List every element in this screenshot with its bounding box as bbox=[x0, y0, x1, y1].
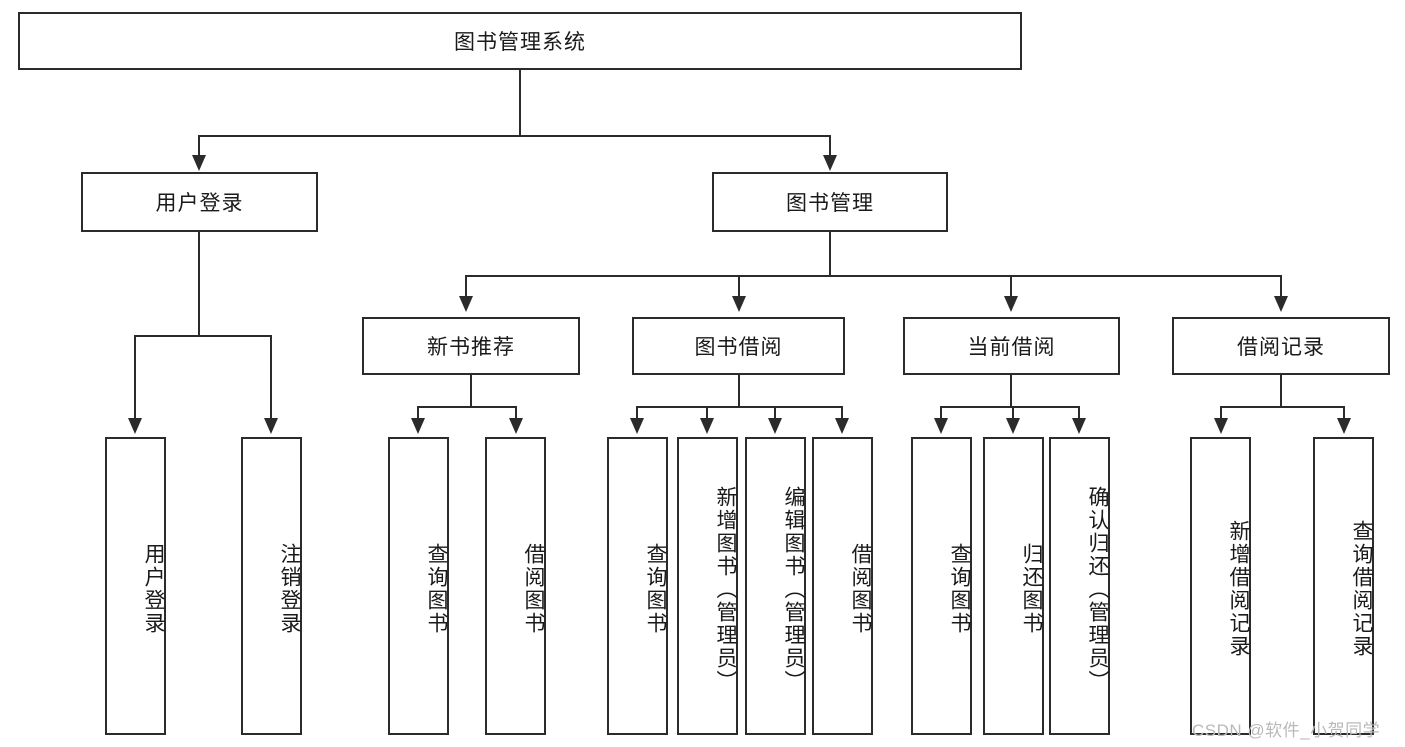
connector-to-current-borrow bbox=[1010, 275, 1012, 297]
connector-book-borrow-trunk bbox=[738, 375, 740, 408]
csdn-watermark: CSDN @软件_小贺同学 bbox=[1192, 721, 1381, 740]
node-leaf-add-book-admin[interactable]: 新增图书（管理员） bbox=[677, 437, 738, 735]
node-label: 注销登录 bbox=[278, 543, 301, 635]
node-label: 图书管理系统 bbox=[454, 31, 586, 54]
connector-book-manage-bus bbox=[465, 275, 1281, 277]
connector-book-borrow-drop-2 bbox=[706, 406, 708, 420]
connector-borrow-record-bus bbox=[1220, 406, 1344, 408]
node-label: 查询图书 bbox=[948, 543, 971, 635]
connector-to-borrow-record bbox=[1280, 275, 1282, 297]
connector-user-login-trunk bbox=[198, 232, 200, 336]
arrow-user-login-leaf-2 bbox=[264, 418, 278, 434]
node-label: 图书管理 bbox=[786, 192, 874, 215]
node-label: 确认归还（管理员） bbox=[1086, 485, 1109, 693]
node-label: 编辑图书（管理员） bbox=[782, 485, 805, 693]
arrow-book-borrow-leaf-4 bbox=[835, 418, 849, 434]
connector-user-login-drop-1 bbox=[134, 335, 136, 420]
arrow-new-book-rec-leaf-2 bbox=[509, 418, 523, 434]
connector-new-book-rec-bus bbox=[417, 406, 517, 408]
node-label: 查询图书 bbox=[644, 543, 667, 635]
node-book-borrow[interactable]: 图书借阅 bbox=[632, 317, 845, 375]
arrow-book-borrow-leaf-3 bbox=[768, 418, 782, 434]
connector-to-new-book-rec bbox=[465, 275, 467, 297]
connector-root-to-user-login bbox=[198, 135, 200, 157]
arrow-book-borrow-leaf-2 bbox=[700, 418, 714, 434]
connector-borrow-record-drop-1 bbox=[1220, 406, 1222, 420]
node-leaf-query-book-rec[interactable]: 查询图书 bbox=[388, 437, 449, 735]
node-book-management[interactable]: 图书管理 bbox=[712, 172, 948, 232]
arrow-user-login-leaf-1 bbox=[128, 418, 142, 434]
arrow-borrow-record-leaf-2 bbox=[1337, 418, 1351, 434]
node-user-login[interactable]: 用户登录 bbox=[81, 172, 318, 232]
node-leaf-add-borrow-record[interactable]: 新增借阅记录 bbox=[1190, 437, 1251, 735]
connector-root-to-book-manage bbox=[829, 135, 831, 157]
arrow-to-current-borrow bbox=[1004, 296, 1018, 312]
connector-new-book-rec-trunk bbox=[470, 375, 472, 408]
arrow-to-borrow-record bbox=[1274, 296, 1288, 312]
node-leaf-logout[interactable]: 注销登录 bbox=[241, 437, 302, 735]
node-label: 用户登录 bbox=[155, 192, 244, 215]
node-label: 当前借阅 bbox=[967, 336, 1056, 359]
connector-borrow-record-trunk bbox=[1280, 375, 1282, 408]
connector-book-borrow-drop-4 bbox=[841, 406, 843, 420]
connector-current-borrow-bus bbox=[940, 406, 1080, 408]
node-label: 借阅图书 bbox=[522, 543, 545, 635]
arrow-current-borrow-leaf-2 bbox=[1006, 418, 1020, 434]
connector-root-trunk bbox=[519, 70, 521, 136]
node-new-book-recommend[interactable]: 新书推荐 bbox=[362, 317, 580, 375]
node-leaf-query-borrow-record[interactable]: 查询借阅记录 bbox=[1313, 437, 1374, 735]
node-label: 查询借阅记录 bbox=[1350, 520, 1373, 658]
node-leaf-edit-book-admin[interactable]: 编辑图书（管理员） bbox=[745, 437, 806, 735]
connector-book-borrow-drop-3 bbox=[774, 406, 776, 420]
node-label: 新增图书（管理员） bbox=[714, 485, 737, 693]
connector-new-book-rec-drop-2 bbox=[515, 406, 517, 420]
arrow-book-borrow-leaf-1 bbox=[630, 418, 644, 434]
node-label: 查询图书 bbox=[425, 543, 448, 635]
node-label: 新增借阅记录 bbox=[1227, 520, 1250, 658]
node-leaf-return-book[interactable]: 归还图书 bbox=[983, 437, 1044, 735]
node-label: 借阅图书 bbox=[849, 543, 872, 635]
connector-borrow-record-drop-2 bbox=[1343, 406, 1345, 420]
arrow-to-new-book-rec bbox=[459, 296, 473, 312]
node-leaf-borrow-book-rec[interactable]: 借阅图书 bbox=[485, 437, 546, 735]
node-leaf-borrow-book[interactable]: 借阅图书 bbox=[812, 437, 873, 735]
connector-book-manage-trunk bbox=[829, 232, 831, 276]
node-current-borrow[interactable]: 当前借阅 bbox=[903, 317, 1120, 375]
connector-user-login-drop-2 bbox=[270, 335, 272, 420]
connector-current-borrow-drop-2 bbox=[1012, 406, 1014, 420]
node-label: 新书推荐 bbox=[427, 336, 515, 359]
node-label: 用户登录 bbox=[142, 543, 165, 635]
arrow-new-book-rec-leaf-1 bbox=[411, 418, 425, 434]
arrow-current-borrow-leaf-1 bbox=[934, 418, 948, 434]
connector-current-borrow-trunk bbox=[1010, 375, 1012, 408]
node-leaf-query-book[interactable]: 查询图书 bbox=[607, 437, 668, 735]
connector-book-borrow-bus bbox=[636, 406, 843, 408]
connector-book-borrow-drop-1 bbox=[636, 406, 638, 420]
node-leaf-query-book-current[interactable]: 查询图书 bbox=[911, 437, 972, 735]
connector-root-bus bbox=[198, 135, 831, 137]
connector-user-login-bus bbox=[134, 335, 272, 337]
arrow-borrow-record-leaf-1 bbox=[1214, 418, 1228, 434]
connector-current-borrow-drop-3 bbox=[1078, 406, 1080, 420]
connector-new-book-rec-drop-1 bbox=[417, 406, 419, 420]
node-label: 归还图书 bbox=[1020, 543, 1043, 635]
arrow-root-to-user-login bbox=[192, 155, 206, 171]
node-leaf-user-login[interactable]: 用户登录 bbox=[105, 437, 166, 735]
connector-current-borrow-drop-1 bbox=[940, 406, 942, 420]
node-borrow-record[interactable]: 借阅记录 bbox=[1172, 317, 1390, 375]
arrow-root-to-book-manage bbox=[823, 155, 837, 171]
connector-to-book-borrow bbox=[738, 275, 740, 297]
arrow-current-borrow-leaf-3 bbox=[1072, 418, 1086, 434]
node-label: 图书借阅 bbox=[694, 336, 783, 359]
node-leaf-confirm-return-admin[interactable]: 确认归还（管理员） bbox=[1049, 437, 1110, 735]
node-label: 借阅记录 bbox=[1237, 336, 1325, 359]
arrow-to-book-borrow bbox=[732, 296, 746, 312]
node-root-system[interactable]: 图书管理系统 bbox=[18, 12, 1022, 70]
